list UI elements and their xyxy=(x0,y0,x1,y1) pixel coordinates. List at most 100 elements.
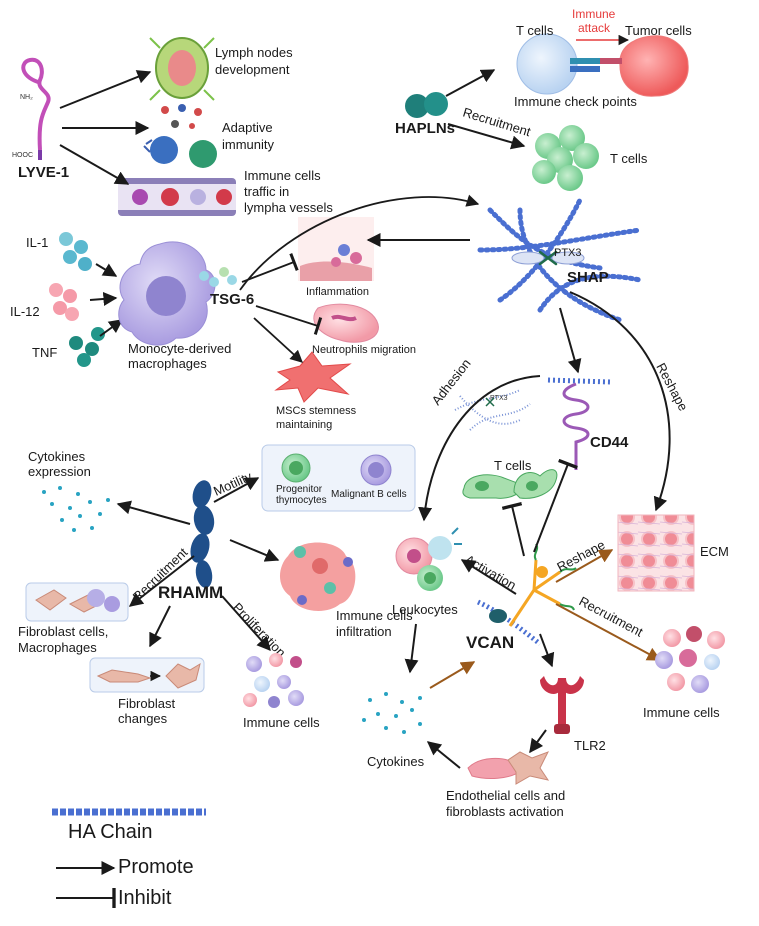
tlr2-receptor xyxy=(540,676,584,734)
tsg6-arrows xyxy=(239,194,480,363)
lymph-vessel-icon xyxy=(118,178,236,216)
shap-reshape-arrow xyxy=(569,291,671,512)
endothelial-label-1: Endothelial cells and xyxy=(446,788,565,803)
t-cells-top-label: T cells xyxy=(516,23,554,38)
lyve1-label: LYVE-1 xyxy=(18,164,69,181)
neutrophil-icon xyxy=(313,303,379,343)
leukocytes-icon xyxy=(395,527,462,591)
immune-attack-label-1: Immune xyxy=(572,7,616,21)
il1-cytokine-icon xyxy=(59,232,92,271)
lymph-nodes-label-1: Lymph nodes xyxy=(215,45,293,60)
tlr2-label: TLR2 xyxy=(574,738,606,753)
cytokine-to-macrophage-arrows xyxy=(89,263,124,337)
inflammation-icon xyxy=(298,217,374,281)
haplns-recruitment-arrow xyxy=(447,123,526,150)
traffic-label-1: Immune cells xyxy=(244,168,321,183)
il12-cytokine-icon xyxy=(49,283,79,321)
leukocytes-label: Leukocytes xyxy=(392,602,458,617)
macrophage-icon xyxy=(118,241,237,346)
activation-label: Activation xyxy=(463,552,519,593)
cd44-label: CD44 xyxy=(590,434,629,451)
legend-inhibit-label: Inhibit xyxy=(118,887,172,909)
lymph-nodes-label-2: development xyxy=(215,62,290,77)
t-cell-top-icon xyxy=(516,33,600,95)
ptx3-label: PTX3 xyxy=(554,247,582,259)
malignant-b-label: Malignant B cells xyxy=(331,489,407,500)
ecm-icon xyxy=(617,514,695,592)
ecm-label: ECM xyxy=(700,544,729,559)
proliferation-label: Proliferation xyxy=(230,600,289,660)
adhesion-label: Adhesion xyxy=(429,356,474,408)
tumor-cell-icon xyxy=(600,35,689,97)
endothelial-to-cytokines-arrow xyxy=(426,741,461,769)
cytokines-expr-label-1: Cytokines xyxy=(28,449,86,464)
cd44-receptor xyxy=(547,377,611,470)
reshape-right-label: Reshape xyxy=(653,360,691,413)
tumor-cells-label: Tumor cells xyxy=(625,23,692,38)
haplns-recruitment-label: Recruitment xyxy=(461,105,533,140)
reshape-vcan-label: Reshape xyxy=(554,537,607,575)
fibroblast-macrophage-box xyxy=(25,582,129,622)
adhesion-arrow xyxy=(418,375,541,522)
cytokines-expression-dots xyxy=(42,486,110,532)
cytokines-dots xyxy=(362,692,422,734)
progenitor-label-2: thymocytes xyxy=(276,495,327,506)
cytokines-label: Cytokines xyxy=(367,754,425,769)
shap-label: SHAP xyxy=(567,269,609,286)
mscs-label-2: maintaining xyxy=(276,419,332,431)
haplns-label: HAPLNs xyxy=(395,120,455,137)
t-cells-mid-label: T cells xyxy=(494,458,532,473)
adaptive-immunity-icon xyxy=(143,104,217,168)
immune-cells-left-icon xyxy=(243,653,304,708)
neutrophils-label: Neutrophils migration xyxy=(312,344,416,356)
small-ha-network xyxy=(454,389,531,431)
motility-box xyxy=(261,444,416,512)
immune-cells-left-label: Immune cells xyxy=(243,715,320,730)
tnf-label: TNF xyxy=(32,345,57,360)
lymph-node-icon xyxy=(149,37,215,101)
fibroblast-changes-box xyxy=(89,657,205,693)
infiltration-label-2: infiltration xyxy=(336,624,392,639)
infiltration-label-1: Immune cells xyxy=(336,608,413,623)
shap-ha-network xyxy=(477,197,643,323)
t-cell-cluster-icon xyxy=(532,125,599,191)
progenitor-label-1: Progenitor xyxy=(276,484,323,495)
nh2-label: NH₂ xyxy=(20,94,33,101)
lyve1-receptor: NH₂ HOOC LYVE-1 xyxy=(12,57,69,181)
macrophages-label-1: Monocyte-derived xyxy=(128,341,231,356)
cytokines-expr-label-2: expression xyxy=(28,464,91,479)
traffic-label-2: traffic in xyxy=(244,184,289,199)
lyve1-arrows xyxy=(59,70,152,185)
haplns-icon xyxy=(405,92,448,118)
checkpoints-label: Immune check points xyxy=(514,94,637,109)
msc-icon xyxy=(274,351,352,403)
fibroblast-mac-label-2: Macrophages xyxy=(18,640,97,655)
il1-label: IL-1 xyxy=(26,235,48,250)
fibroblast-mac-label-1: Fibroblast cells, xyxy=(18,624,108,639)
immune-cells-right-label: Immune cells xyxy=(643,705,720,720)
tnf-cytokine-icon xyxy=(69,327,105,367)
fibroblast-changes-label-2: changes xyxy=(118,711,168,726)
endothelial-label-2: fibroblasts activation xyxy=(446,804,564,819)
vcan-arrows xyxy=(404,458,662,689)
t-cells-mid-icon xyxy=(462,469,558,499)
tsg6-label: TSG-6 xyxy=(210,291,254,308)
immune-infiltration-icon xyxy=(280,542,356,611)
endothelial-icon xyxy=(467,751,550,785)
inflammation-label: Inflammation xyxy=(306,286,369,298)
mscs-label-1: MSCs stemness xyxy=(276,405,357,417)
shap-to-cd44-arrow xyxy=(559,307,582,374)
traffic-label-3: lympha vessels xyxy=(244,200,333,215)
vcan-label: VCAN xyxy=(466,633,514,652)
adaptive-label-1: Adaptive xyxy=(222,120,273,135)
haplns-to-checkpoint-arrow xyxy=(445,69,496,97)
immune-cells-right-icon xyxy=(655,626,725,693)
ptx3-small-label: PTX3 xyxy=(490,395,508,402)
legend-ha-chain-label: HA Chain xyxy=(68,821,153,843)
legend-promote-label: Promote xyxy=(118,856,194,878)
t-cells-cluster-label: T cells xyxy=(610,151,648,166)
rhamm-receptor xyxy=(190,480,215,588)
legend: HA Chain Promote Inhibit xyxy=(52,808,206,909)
fibroblast-changes-label-1: Fibroblast xyxy=(118,696,175,711)
